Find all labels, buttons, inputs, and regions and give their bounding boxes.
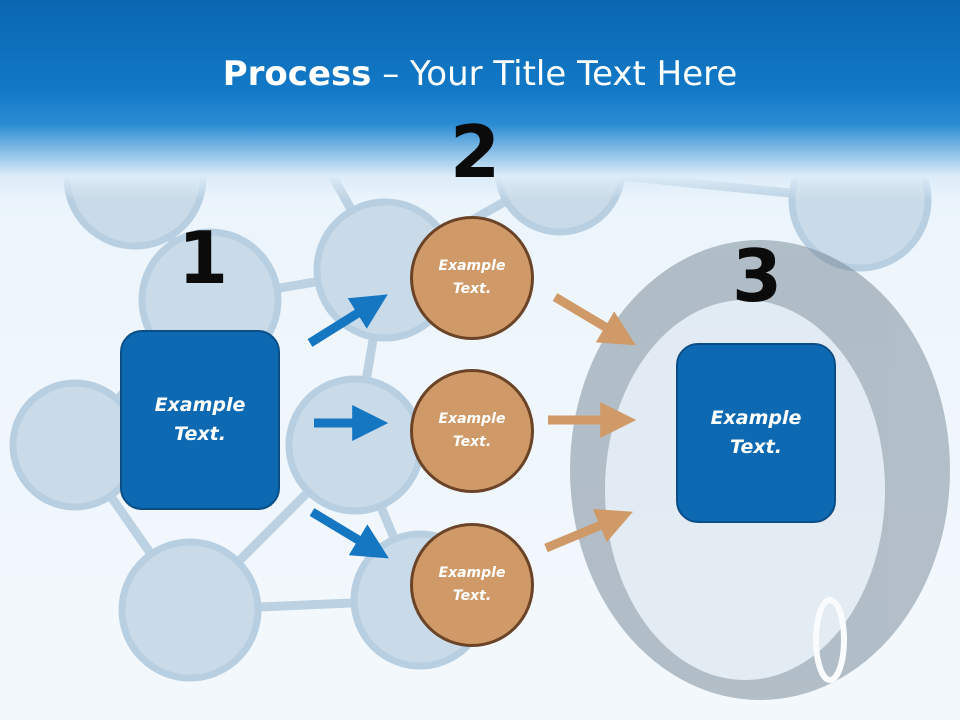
step-2-circle-top[interactable]: Example Text. bbox=[410, 216, 534, 340]
step-2-top-text: Example Text. bbox=[438, 258, 506, 297]
arrow-bottom-to-right bbox=[544, 509, 633, 553]
arrow-left-to-top bbox=[307, 294, 388, 347]
step-3-box[interactable]: Example Text. bbox=[676, 343, 836, 523]
arrow-top-to-right bbox=[552, 293, 636, 346]
step-2-middle-text: Example Text. bbox=[438, 411, 506, 450]
step-3-text: Example Text. bbox=[710, 407, 802, 458]
step-number-2: 2 bbox=[450, 110, 501, 194]
step-2-circle-middle[interactable]: Example Text. bbox=[410, 369, 534, 493]
step-1-box[interactable]: Example Text. bbox=[120, 330, 280, 510]
title-rest: – Your Title Text Here bbox=[371, 54, 738, 94]
step-2-circle-bottom[interactable]: Example Text. bbox=[410, 523, 534, 647]
title-bold: Process bbox=[222, 54, 372, 94]
arrow-left-to-bottom bbox=[309, 508, 389, 559]
header-band bbox=[0, 0, 960, 200]
slide-title: Process – Your Title Text Here bbox=[0, 54, 960, 94]
step-1-text: Example Text. bbox=[154, 394, 246, 445]
step-number-3: 3 bbox=[732, 234, 783, 318]
step-number-1: 1 bbox=[178, 216, 229, 300]
step-2-bottom-text: Example Text. bbox=[438, 565, 506, 604]
